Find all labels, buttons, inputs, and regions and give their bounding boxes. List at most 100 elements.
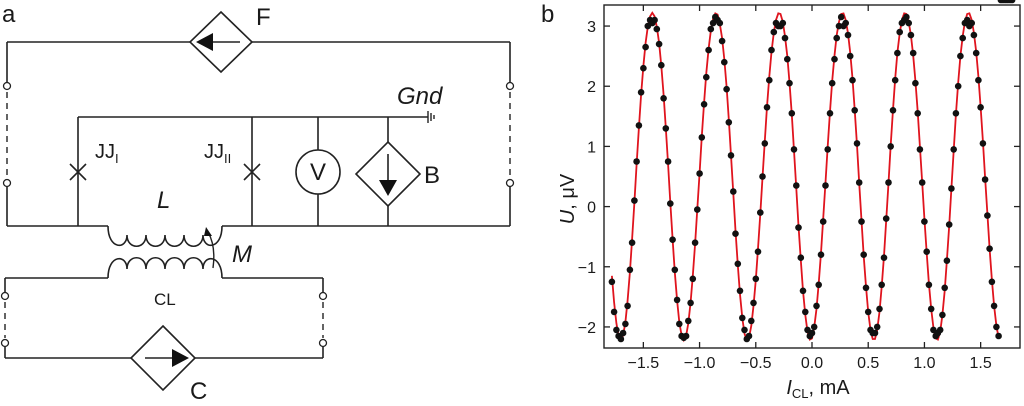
data-point [736,287,744,295]
current-source-c [129,324,197,392]
data-point [822,182,829,189]
data-point [750,299,757,307]
data-point [984,212,991,219]
data-point [682,332,690,340]
data-point [705,46,712,54]
y-tick-label: 3 [587,19,596,36]
mutual-inductance-arrow [207,231,215,269]
josephson-junction-1 [69,163,87,181]
data-point [891,76,899,84]
data-point [831,55,838,63]
data-point [795,224,802,231]
data-point [896,28,903,36]
y-tick-label: 0 [587,200,596,217]
data-point [655,40,663,48]
data-point [725,119,733,126]
data-point [878,281,885,289]
data-point [970,31,978,39]
data-point [741,326,748,334]
x-tick-label: −0.5 [740,355,772,372]
data-point [793,182,800,189]
data-point [950,146,957,153]
data-point [716,19,724,27]
label-jj2: JJII [204,141,231,166]
panel-b-label: b [541,1,554,28]
data-point [921,218,928,225]
data-point [642,43,649,51]
data-point [941,284,948,292]
panel-a-label: a [2,1,16,28]
data-point [788,110,796,117]
data-point [727,152,735,159]
data-point [975,76,982,84]
data-point [819,218,827,225]
terminal-right-1 [505,81,515,91]
data-point [759,173,766,180]
data-point [828,79,836,87]
label-v: V [310,159,326,186]
y-axis-label: U, μV [557,173,579,224]
data-point [912,79,919,87]
data-point [918,179,926,186]
data-point [676,320,683,328]
data-point [909,49,917,57]
label-b: B [424,162,440,189]
data-point [739,314,746,322]
data-point [694,206,701,213]
data-point [673,296,681,304]
data-point [768,46,775,54]
data-point [763,104,771,111]
data-point [979,140,987,147]
circuit-diagram: a F [0,1,515,405]
data-point [707,25,715,33]
data-point [784,55,791,63]
data-point [939,311,946,319]
data-point [754,248,762,255]
x-axis-label: ICL, mA [786,377,850,401]
data-point [617,335,625,343]
data-point [813,302,820,310]
data-point [842,19,849,27]
ground: Gnd [78,83,443,123]
data-point [882,215,890,222]
data-point [660,95,667,102]
data-point [779,19,787,27]
data-point [957,52,964,60]
data-point [988,278,996,286]
data-point [671,266,679,274]
data-point [633,158,640,165]
current-source-f [188,10,254,74]
data-point [718,37,726,45]
data-point [664,158,672,165]
data-point [689,275,697,283]
data-point [977,104,984,111]
data-point [610,308,618,316]
data-point [635,122,643,129]
data-point [862,284,870,292]
data-point [734,260,742,268]
label-cl: CL [154,290,176,309]
data-point [817,251,825,258]
data-point [914,110,921,117]
terminal-right-2 [505,178,515,188]
f-loop: F [2,4,515,226]
data-point [923,248,930,255]
data-point [631,197,638,204]
data-point [687,299,694,307]
data-point [954,82,962,90]
data-point [860,251,867,258]
data-point [613,326,620,334]
x-tick-label: −1.0 [684,355,716,372]
data-point [808,329,816,337]
data-point [802,308,809,316]
data-point [952,110,960,117]
data-point [876,305,883,313]
label-jj1: JJI [95,141,119,166]
data-point [786,79,793,87]
data-point [948,185,955,192]
data-point [853,140,861,147]
data-point [880,254,888,261]
x-tick-label: 1.0 [913,355,935,372]
